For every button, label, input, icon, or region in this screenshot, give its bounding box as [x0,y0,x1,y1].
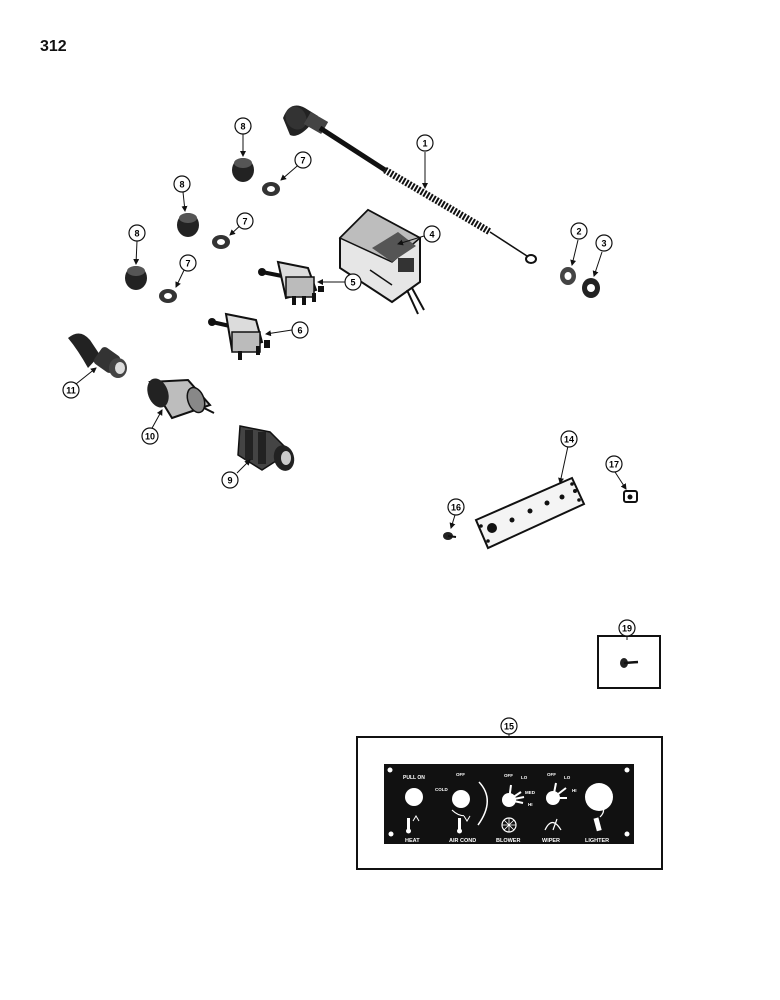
nut-part-middle [212,235,230,249]
control-panel-decal: PULL ON OFF COLD OFF LO MED HI OFF LO HI… [356,736,663,870]
switch-part-5 [258,260,324,305]
callout-1: 1 [422,139,427,149]
part-19-box [597,635,661,689]
mounting-plate-part [474,476,586,550]
callout-8-lower: 8 [134,229,139,239]
knob-part-middle [177,213,199,237]
wiper-icon [544,818,562,831]
heat-knob-hole [405,788,423,806]
page-number: 312 [40,38,67,55]
valve-part [338,208,425,315]
callout-7-upper: 7 [300,156,305,166]
air-cond-cold-label: COLD [435,787,448,792]
blower-hi-label: HI [528,802,533,807]
control-cable-part [283,105,537,264]
callout-17: 17 [609,460,619,470]
callout-4: 4 [429,230,434,240]
callouts [62,117,636,735]
leader-lines [75,134,628,737]
lighter-hole [585,783,613,811]
callout-8-middle: 8 [179,180,184,190]
wiper-hi-label: HI [572,788,577,793]
callout-8-upper: 8 [240,122,245,132]
callout-7-middle: 7 [242,217,247,227]
lighter-housing-part [147,378,215,420]
screw-part-16 [443,532,457,540]
switch-part-6 [208,312,270,360]
callout-11: 11 [66,386,76,396]
heat-label: HEAT [405,838,420,844]
nut-part-upper [262,182,280,196]
receptacle-part [237,425,295,471]
cable-nut-part [582,278,600,298]
callout-5: 5 [350,278,355,288]
callout-16: 16 [451,503,461,513]
knob-part-lower [125,266,147,290]
callout-6: 6 [297,326,302,336]
lighter-icon [593,807,605,832]
air-cond-icon [457,815,471,834]
lighter-label: LIGHTER [585,838,609,844]
callout-15: 15 [504,722,514,732]
wiper-label: WIPER [542,838,560,844]
callout-3: 3 [601,239,606,249]
air-cond-knob-hole [452,790,470,808]
heat-icon [406,815,420,834]
nut-part-lower [159,289,177,303]
lighter-knob-part [68,333,127,378]
blower-fan-icon [501,817,517,833]
blower-off-label: OFF [504,773,513,778]
callout-2: 2 [576,227,581,237]
callout-7-lower: 7 [185,259,190,269]
nut-part-17 [623,490,638,503]
callout-10: 10 [145,432,155,442]
callout-19: 19 [622,624,632,634]
air-cond-off-label: OFF [456,772,465,777]
callout-9: 9 [227,476,232,486]
blower-med-label: MED [525,790,536,795]
wiper-lo-label: LO [564,775,571,780]
wiper-off-label: OFF [547,772,556,777]
air-cond-label: AIR COND [449,838,476,844]
pull-on-label: PULL ON [403,775,425,781]
washer-part [560,267,576,285]
callout-14: 14 [564,435,574,445]
knob-part-upper [232,158,254,182]
blower-lo-label: LO [521,775,528,780]
blower-label: BLOWER [496,838,520,844]
